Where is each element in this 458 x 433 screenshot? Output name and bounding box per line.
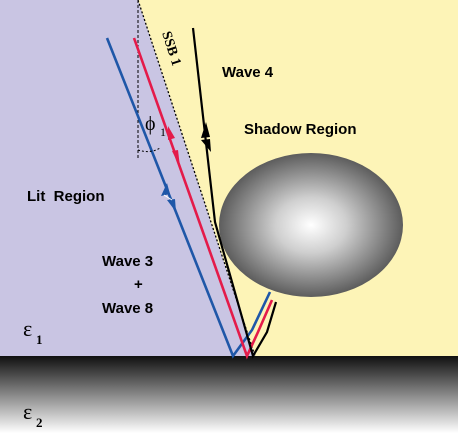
- ground-medium: [0, 356, 458, 433]
- shadow-region-label: Shadow Region: [244, 121, 357, 138]
- wave8-label: Wave 8: [102, 300, 153, 317]
- black-arrow-down-icon: [201, 139, 211, 152]
- sphere-scatterer: [219, 153, 403, 297]
- wave4-ray: [191, 27, 278, 359]
- black-arrow-up-icon: [201, 122, 210, 138]
- red-arrow-down-icon: [172, 150, 180, 167]
- blue-arrow-stem: [163, 194, 173, 201]
- wave3-label: Wave 3: [102, 253, 153, 270]
- phi-symbol: ϕ: [145, 113, 156, 135]
- angle-arc: [137, 147, 161, 153]
- plus-label: +: [134, 276, 143, 293]
- lit-region-label: Lit Region: [27, 188, 105, 205]
- blue-arrow-down-icon: [167, 199, 176, 212]
- epsilon1-subscript: 1: [36, 332, 43, 347]
- phi-subscript: 1: [160, 125, 166, 139]
- epsilon2-subscript: 2: [36, 415, 43, 430]
- red-ray: [132, 37, 274, 360]
- wave4-label: Wave 4: [222, 64, 274, 81]
- epsilon2-symbol: ε: [23, 399, 32, 424]
- epsilon1-symbol: ε: [23, 316, 32, 341]
- red-arrow-up-icon: [168, 126, 175, 140]
- lit-region-background: [0, 0, 255, 356]
- blue-arrow-up-icon: [161, 183, 170, 196]
